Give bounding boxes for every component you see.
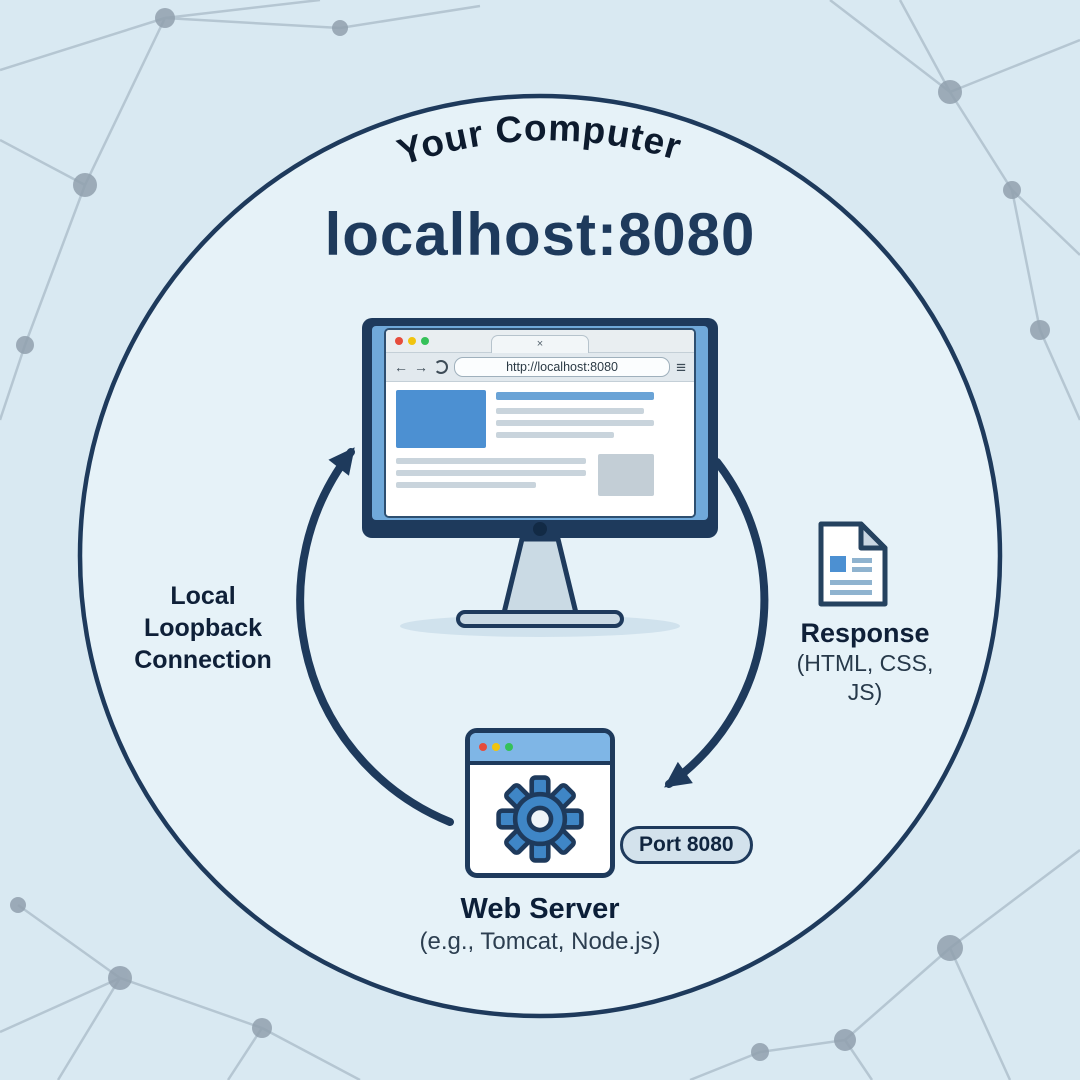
server-body [470,765,610,873]
host-title: localhost:8080 [324,201,756,268]
gear-icon [496,775,584,863]
page-text-line [496,432,614,438]
page-hero-image [396,390,486,448]
response-document-icon [815,518,891,610]
browser-tab[interactable]: × [491,335,589,353]
server-dot-green-icon [505,743,513,751]
reload-icon[interactable] [434,360,448,374]
page-sidebar-block [598,454,654,496]
server-name-label: Web Server [460,893,620,925]
monitor-desktop: × ← → http://localhost:8080 ≡ [372,326,708,520]
network-nodes-decoration [10,8,1050,1061]
monitor-stand-neck [490,536,590,616]
loopback-label-line3: Connection [134,646,272,674]
page-text-line [496,408,644,414]
tab-close-icon[interactable]: × [536,338,544,350]
web-server-window [465,728,615,878]
page-text-line [396,458,586,464]
loopback-label-line2: Loopback [143,614,263,642]
monitor-power-dot [533,522,547,536]
back-icon[interactable]: ← [394,359,408,375]
page-text-line [496,420,654,426]
browser-window: × ← → http://localhost:8080 ≡ [384,328,696,518]
server-dot-yellow-icon [492,743,500,751]
browser-toolbar: ← → http://localhost:8080 ≡ [386,352,694,382]
computer-monitor: × ← → http://localhost:8080 ≡ [362,318,718,637]
url-text: http://localhost:8080 [506,360,618,374]
minimize-dot-icon[interactable] [408,337,416,345]
window-control-dots [395,337,429,345]
close-dot-icon[interactable] [395,337,403,345]
monitor-stand-base [456,610,624,628]
loopback-label: Local Loopback Connection [108,580,298,676]
loopback-arrow [296,447,454,826]
monitor-screen: × ← → http://localhost:8080 ≡ [362,318,718,538]
page-text-line [396,470,586,476]
response-sub-line2: JS) [847,678,883,705]
address-bar[interactable]: http://localhost:8080 [454,357,671,377]
response-sub-line1: (HTML, CSS, [796,650,934,676]
server-dot-red-icon [479,743,487,751]
menu-icon[interactable]: ≡ [676,357,686,377]
page-text-line [496,392,654,400]
response-arrow [664,458,769,788]
server-examples-label: (e.g., Tomcat, Node.js) [419,928,661,955]
browser-titlebar: × [386,330,694,353]
response-title: Response [800,618,930,648]
page-text-line [396,482,536,488]
forward-icon[interactable]: → [414,359,428,375]
loopback-label-line1: Local [170,582,236,610]
webpage-content [386,382,694,516]
server-titlebar [470,733,610,765]
response-label: Response (HTML, CSS, JS) [775,618,955,707]
port-badge: Port 8080 [620,826,753,864]
maximize-dot-icon[interactable] [421,337,429,345]
